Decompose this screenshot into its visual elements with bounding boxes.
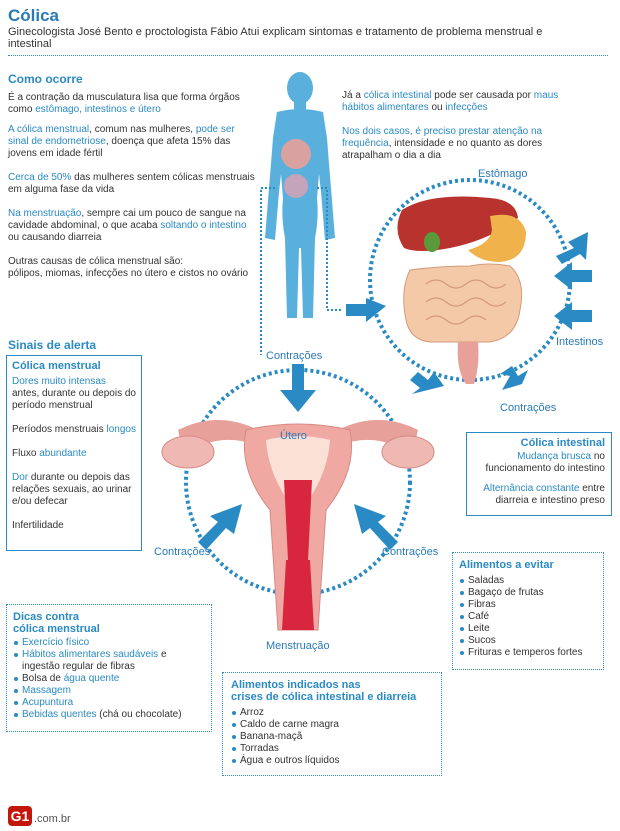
page-subtitle: Ginecologista José Bento e proctologista… <box>8 26 543 50</box>
sinais-title: Sinais de alerta <box>8 338 97 352</box>
label-menstruacao: Menstruação <box>266 640 330 652</box>
intestinal-p2: Nos dois casos, é preciso prestar atençã… <box>342 126 543 161</box>
colica-intestinal-item-1: Mudança brusca no funcionamento do intes… <box>485 451 605 474</box>
dicas-head-1: Dicas contra <box>13 611 80 623</box>
dicas-item: Exercício físico <box>13 637 205 649</box>
indicados-head-1: Alimentos indicados nas <box>231 679 361 691</box>
evitar-item: Sucos <box>459 635 597 647</box>
indicados-item: Torradas <box>231 743 433 755</box>
indicados-list: Arroz Caldo de carne magra Banana-maçã T… <box>231 707 433 767</box>
header-divider <box>8 55 608 56</box>
dicas-box: Dicas contra cólica menstrual Exercício … <box>6 604 212 732</box>
evitar-head: Alimentos a evitar <box>459 559 554 571</box>
label-intestinos: Intestinos <box>556 336 604 348</box>
sinais-item-2: Períodos menstruais longos <box>12 424 136 435</box>
como-ocorre-p2: A cólica menstrual, comum nas mulheres, … <box>8 124 235 159</box>
evitar-item: Café <box>459 611 597 623</box>
body-silhouette <box>265 72 335 318</box>
label-contracoes-intestino: Contrações <box>500 402 557 414</box>
digestive-diagram <box>346 178 592 394</box>
como-ocorre-p5: Outras causas de cólica menstrual são:pó… <box>8 256 249 279</box>
colica-intestinal-head: Cólica intestinal <box>520 437 605 449</box>
evitar-list: Saladas Bagaço de frutas Fibras Café Lei… <box>459 575 597 659</box>
evitar-box: Alimentos a evitar Saladas Bagaço de fru… <box>452 552 604 670</box>
indicados-box: Alimentos indicados nas crises de cólica… <box>222 672 442 776</box>
como-ocorre-p3: Cerca de 50% das mulheres sentem cólicas… <box>8 172 255 195</box>
label-estomago: Estômago <box>478 168 528 180</box>
evitar-item: Saladas <box>459 575 597 587</box>
label-contracoes-top: Contrações <box>266 350 323 362</box>
dicas-item: Acupuntura <box>13 697 205 709</box>
dicas-head-2: cólica menstrual <box>13 623 100 635</box>
como-ocorre-title: Como ocorre <box>8 72 83 86</box>
dicas-item: Bolsa de água quente <box>13 673 205 685</box>
indicados-item: Banana-maçã <box>231 731 433 743</box>
indicados-item: Caldo de carne magra <box>231 719 433 731</box>
colica-intestinal-box: Cólica intestinal Mudança brusca no func… <box>466 432 612 516</box>
evitar-item: Leite <box>459 623 597 635</box>
dicas-item: Massagem <box>13 685 205 697</box>
como-ocorre-p4: Na menstruação, sempre cai um pouco de s… <box>8 208 247 243</box>
label-contracoes-left: Contrações <box>154 546 211 558</box>
como-ocorre-p1: É a contração da musculatura lisa que fo… <box>8 92 240 115</box>
sinais-item-5: Infertilidade <box>12 520 64 531</box>
dicas-list: Exercício físico Hábitos alimentares sau… <box>13 637 205 721</box>
uterus-diagram <box>161 364 435 631</box>
dicas-item: Bebidas quentes (chá ou chocolate) <box>13 709 205 721</box>
g1-logo: G1 <box>8 806 32 826</box>
page-title: Cólica <box>8 6 60 25</box>
intestinal-p1: Já a cólica intestinal pode ser causada … <box>342 90 559 113</box>
sinais-item-4: Dor durante ou depois das relações sexua… <box>12 472 132 507</box>
label-contracoes-right: Contrações <box>382 546 439 558</box>
indicados-item: Água e outros líquidos <box>231 755 433 767</box>
evitar-item: Frituras e temperos fortes <box>459 647 597 659</box>
label-utero: Útero <box>280 430 307 442</box>
connector-lines <box>260 187 343 355</box>
colica-intestinal-item-2: Alternância constante entre diarreia e i… <box>483 483 605 506</box>
dicas-item: Hábitos alimentares saudáveis e ingestão… <box>13 649 205 673</box>
sinais-item-3: Fluxo abundante <box>12 448 87 459</box>
footer-domain: .com.br <box>34 813 71 825</box>
sinais-head: Cólica menstrual <box>12 360 101 372</box>
evitar-item: Fibras <box>459 599 597 611</box>
evitar-item: Bagaço de frutas <box>459 587 597 599</box>
indicados-item: Arroz <box>231 707 433 719</box>
indicados-head-2: crises de cólica intestinal e diarreia <box>231 691 417 703</box>
